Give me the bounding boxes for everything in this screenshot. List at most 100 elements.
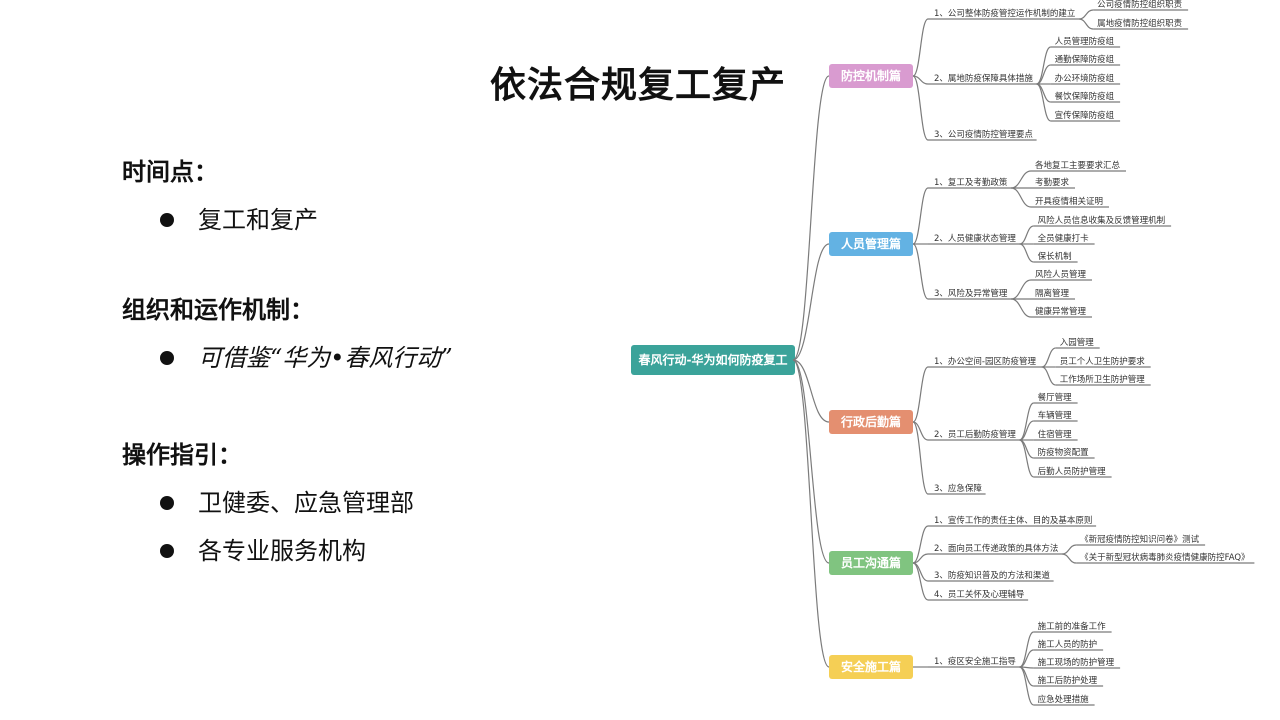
leaf-label: 考勤要求	[1035, 177, 1070, 188]
root-node-label: 春风行动-华为如何防疫复工	[638, 352, 788, 367]
leaf-label: 宣传保障防疫组	[1055, 110, 1115, 121]
connector-line	[912, 243, 929, 300]
connector-line	[912, 562, 929, 601]
leaf-label: 餐饮保障防疫组	[1055, 91, 1115, 102]
bullet-text: 卫健委、应急管理部	[198, 489, 414, 517]
branch-node	[829, 64, 913, 88]
topic-label: 2、员工后勤防疫管理	[934, 429, 1016, 440]
connector-line	[792, 359, 830, 668]
leaf-label: 各地复工主要要求汇总	[1035, 160, 1121, 171]
connector-line	[792, 359, 830, 423]
connector-line	[1010, 170, 1032, 189]
branch-label: 员工沟通篇	[841, 555, 901, 570]
leaf-label: 员工个人卫生防护要求	[1060, 356, 1146, 367]
branch-label: 人员管理篇	[841, 236, 901, 251]
slide-title: 依法合规复工复产	[490, 65, 787, 106]
connector-line	[1036, 83, 1051, 122]
topic-label: 3、防疫知识普及的方法和渠道	[934, 570, 1050, 581]
branch-node	[829, 655, 913, 679]
connector-line	[792, 243, 830, 361]
leaf-label: 人员管理防疫组	[1055, 36, 1115, 47]
topic-label: 2、面向员工传递政策的具体方法	[934, 543, 1058, 554]
connector-line	[1062, 553, 1077, 564]
connector-line	[1041, 347, 1056, 368]
bullet-text: 各专业服务机构	[198, 537, 366, 565]
topic-label: 1、宣传工作的责任主体、目的及基本原则	[934, 515, 1092, 526]
leaf-label: 车辆管理	[1038, 410, 1073, 421]
leaf-label: 通勤保障防疫组	[1055, 54, 1115, 65]
topic-label: 1、复工及考勤政策	[934, 177, 1008, 188]
section-heading-timepoint: 时间点：	[122, 157, 218, 186]
connector-line	[912, 525, 929, 564]
section-heading-guidance: 操作指引：	[122, 440, 242, 469]
leaf-label: 餐厅管理	[1038, 392, 1073, 403]
bullet-item: 可借鉴“华为•春风行动”	[160, 338, 453, 373]
leaf-label: 后勤人员防护管理	[1038, 466, 1107, 477]
bullet-dot-icon	[160, 350, 174, 365]
branch-label: 安全施工篇	[841, 659, 901, 674]
connector-line	[1062, 544, 1077, 555]
leaf-label: 施工现场的防护管理	[1038, 657, 1115, 668]
connector-line	[912, 187, 929, 245]
connector-line	[1019, 243, 1034, 263]
leaf-label: 工作场所卫生防护管理	[1060, 374, 1146, 385]
leaf-label: 入园管理	[1060, 337, 1095, 348]
connector-line	[912, 562, 929, 582]
bullet-item: 卫健委、应急管理部	[160, 483, 414, 518]
leaf-label: 住宿管理	[1038, 429, 1073, 440]
connector-line	[1019, 666, 1034, 706]
topic-label: 3、应急保障	[934, 483, 982, 494]
branch-node	[829, 410, 913, 434]
leaf-label: 属地疫情防控组织职责	[1097, 18, 1183, 29]
leaf-label: 应急处理措施	[1038, 694, 1090, 705]
bullet-dot-icon	[160, 212, 174, 227]
branch-node	[829, 551, 913, 575]
connector-line	[1079, 9, 1094, 20]
connector-line	[1019, 225, 1034, 245]
bullet-text: 可借鉴“华为•春风行动”	[198, 344, 453, 372]
topic-label: 3、风险及异常管理	[934, 288, 1008, 299]
leaf-label: 公司疫情防控组织职责	[1097, 0, 1183, 10]
leaf-label: 风险人员信息收集及反馈管理机制	[1038, 215, 1166, 226]
branch-label: 行政后勤篇	[840, 414, 901, 429]
topic-label: 2、人员健康状态管理	[934, 233, 1016, 244]
leaf-label: 施工人员的防护	[1038, 639, 1098, 650]
connector-line	[1079, 18, 1094, 30]
leaf-label: 办公环境防疫组	[1055, 73, 1115, 84]
section-heading-mechanism: 组织和运作机制：	[122, 295, 314, 324]
topic-label: 2、属地防疫保障具体措施	[934, 73, 1033, 84]
leaf-label: 风险人员管理	[1035, 269, 1087, 280]
connector-line	[1010, 298, 1032, 318]
leaf-label: 隔离管理	[1035, 288, 1070, 299]
connector-line	[1019, 631, 1034, 668]
topic-label: 1、公司整体防疫管控运作机制的建立	[934, 8, 1076, 19]
topic-label: 1、办公空间-园区防疫管理	[934, 356, 1036, 367]
leaf-label: 防疫物资配置	[1038, 447, 1090, 458]
connector-line	[912, 421, 929, 495]
root-node	[631, 345, 795, 375]
connector-line	[1010, 279, 1032, 300]
connector-line	[912, 18, 929, 77]
bullet-item: 各专业服务机构	[160, 531, 366, 566]
topic-label: 3、公司疫情防控管理要点	[934, 129, 1033, 140]
leaf-label: 全员健康打卡	[1038, 233, 1090, 244]
branch-label: 防控机制篇	[841, 68, 901, 83]
connector-line	[1010, 187, 1032, 208]
connector-line	[1041, 366, 1056, 386]
branch-node	[829, 232, 913, 256]
connector-line	[792, 359, 830, 564]
topic-label: 1、疫区安全施工指导	[934, 656, 1016, 667]
leaf-label: 施工前的准备工作	[1038, 621, 1107, 632]
bullet-item: 复工和复产	[160, 200, 318, 235]
connector-line	[792, 75, 830, 361]
leaf-label: 开具疫情相关证明	[1035, 196, 1103, 207]
bullet-dot-icon	[160, 495, 174, 510]
connector-line	[912, 366, 929, 423]
leaf-label: 保长机制	[1038, 251, 1072, 262]
connector-line	[1019, 439, 1034, 478]
connector-line	[912, 75, 929, 141]
bullet-text: 复工和复产	[198, 206, 318, 234]
leaf-label: 健康异常管理	[1035, 306, 1087, 317]
leaf-label: 施工后防护处理	[1038, 675, 1098, 686]
